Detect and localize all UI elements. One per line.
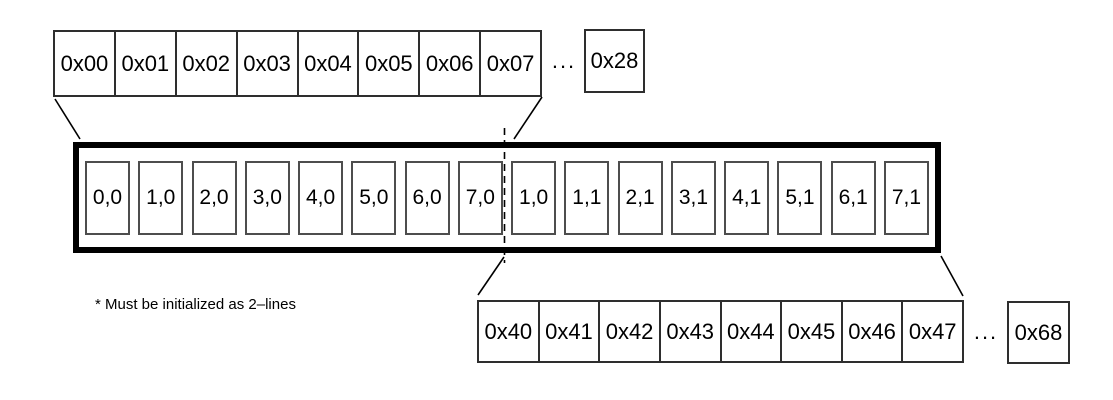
buffer-cell: 7,0 — [457, 160, 503, 235]
address-cell: 0x44 — [719, 302, 781, 361]
buffer-cell: 4,0 — [298, 160, 344, 235]
address-cell: 0x43 — [658, 302, 720, 361]
address-cell: 0x47 — [901, 302, 962, 361]
buffer-cell: 1,1 — [564, 160, 610, 235]
tail-address-box: 0x28 — [584, 29, 645, 93]
address-cell: 0x06 — [418, 32, 479, 95]
ellipsis: ... — [551, 48, 577, 73]
buffer-cell: 5,1 — [777, 160, 823, 235]
line-buffer-container: 0,0 1,0 2,0 3,0 4,0 5,0 6,0 7,0 1,0 1,1 … — [73, 142, 941, 253]
address-cell: 0x46 — [840, 302, 902, 361]
address-cell: 0x02 — [174, 32, 236, 95]
address-cell: 0x04 — [296, 32, 358, 95]
tail-address-box: 0x68 — [1007, 301, 1070, 364]
connector-bottom-left-line — [477, 256, 505, 296]
address-cell: 0x45 — [780, 302, 841, 361]
address-cell: 0x01 — [113, 32, 175, 95]
ellipsis: ... — [973, 318, 999, 344]
connector-bottom-right-line — [940, 255, 964, 297]
buffer-cell: 3,1 — [670, 160, 716, 235]
buffer-cell: 6,1 — [830, 160, 876, 235]
top-address-row: 0x00 0x01 0x02 0x03 0x04 0x05 0x06 0x07 — [53, 30, 542, 97]
footnote: * Must be initialized as 2–lines — [95, 296, 296, 313]
connector-top-right-line — [513, 96, 543, 140]
address-cell: 0x05 — [357, 32, 418, 95]
address-cell: 0x07 — [479, 32, 540, 95]
buffer-cell: 0,0 — [85, 160, 130, 235]
buffer-cell: 3,0 — [244, 160, 290, 235]
buffer-cell: 6,0 — [404, 160, 450, 235]
address-cell: 0x40 — [484, 318, 533, 344]
buffer-cell: 7,1 — [883, 160, 929, 235]
address-cell: 0x41 — [537, 302, 599, 361]
address-cell: 0x00 — [60, 50, 109, 76]
address-cell: 0x03 — [235, 32, 297, 95]
bottom-address-row: 0x40 0x41 0x42 0x43 0x44 0x45 0x46 0x47 — [477, 300, 964, 363]
buffer-cell: 4,1 — [724, 160, 770, 235]
buffer-cell: 2,1 — [617, 160, 663, 235]
buffer-cell: 2,0 — [191, 160, 237, 235]
buffer-cell: 5,0 — [351, 160, 397, 235]
address-cell: 0x42 — [598, 302, 659, 361]
buffer-cell: 1,0 — [138, 160, 184, 235]
buffer-cell: 1,0 — [511, 160, 557, 235]
connector-top-left-line — [54, 98, 81, 140]
